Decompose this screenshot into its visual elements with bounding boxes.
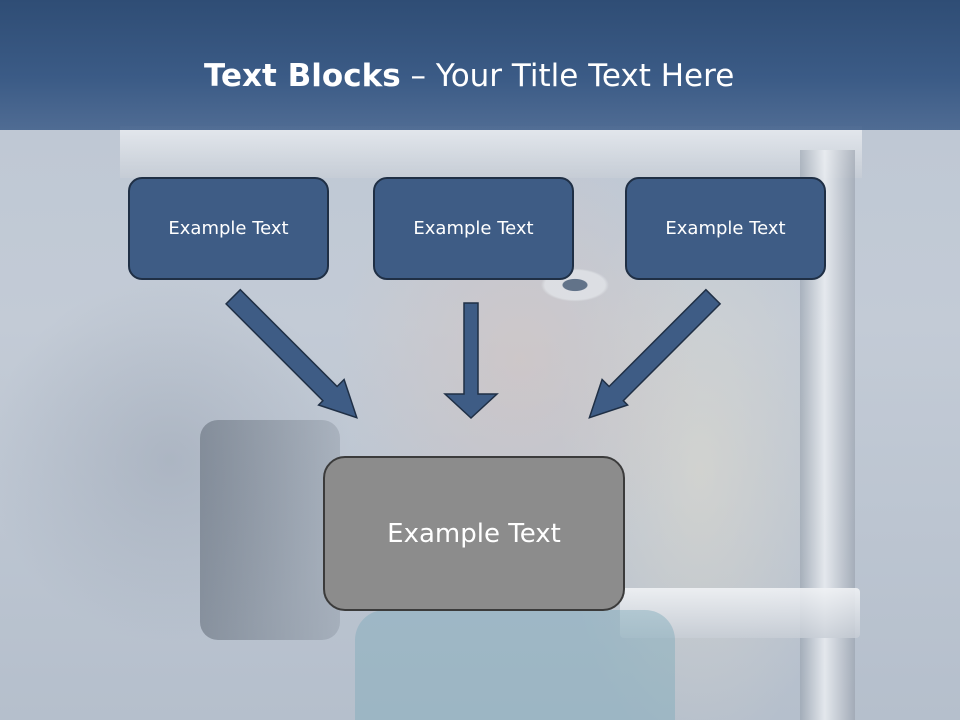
- slit-lamp-top-bar: [120, 126, 862, 178]
- title-bold-part: Text Blocks: [204, 58, 401, 94]
- title-rest: Your Title Text Here: [435, 58, 735, 94]
- slit-lamp-device: [200, 420, 340, 640]
- arrow-diagonal-left[interactable]: [588, 288, 722, 419]
- arrow-down[interactable]: [443, 302, 499, 420]
- text-block-1[interactable]: Example Text: [128, 177, 329, 280]
- text-block-2[interactable]: Example Text: [373, 177, 574, 280]
- text-block-3[interactable]: Example Text: [625, 177, 826, 280]
- text-block-2-label: Example Text: [413, 218, 534, 239]
- title-banner: [0, 0, 960, 130]
- arrow-diagonal-right[interactable]: [225, 288, 358, 419]
- patient-shirt: [355, 610, 675, 720]
- target-block[interactable]: Example Text: [323, 456, 625, 611]
- text-block-3-label: Example Text: [665, 218, 786, 239]
- title-dash: –: [400, 58, 436, 94]
- text-block-1-label: Example Text: [168, 218, 289, 239]
- slit-lamp-chinrest: [620, 588, 860, 638]
- target-block-label: Example Text: [387, 518, 561, 549]
- slide-title[interactable]: Text Blocks – Your Title Text Here: [204, 54, 734, 98]
